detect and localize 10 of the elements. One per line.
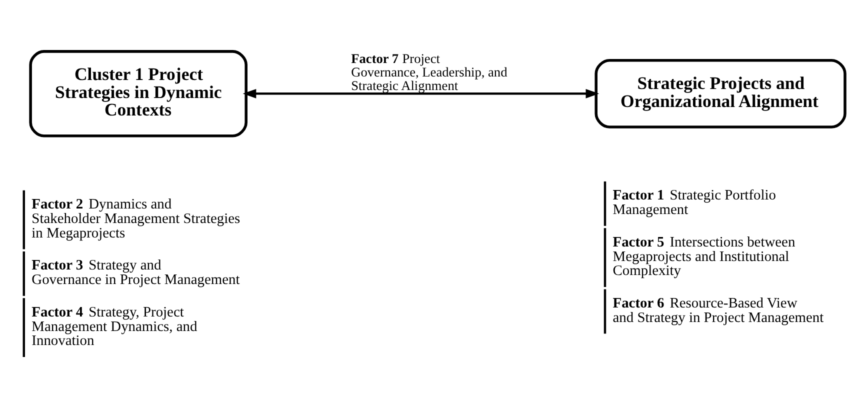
node-label: Factor 6 Resource-Based View and Strategy in Project Management xyxy=(612,295,824,326)
arrow xyxy=(242,89,600,98)
node-label: Factor 2 Dynamics and Stakeholder Management Strategies in Megaprojects xyxy=(32,196,240,242)
node-box: Cluster 1 Project Strategies in Dynamic Contexts xyxy=(29,50,248,138)
node-label: Factor 5 Intersections between Megaprojects and Institutional Complexity xyxy=(612,234,796,280)
node-label: Factor 1 Strategic Portfolio Management xyxy=(612,188,776,218)
node-label: Factor 3 Strategy and Governance in Project Management xyxy=(32,258,240,288)
node-box: Strategic Projects and Organizational Alignment xyxy=(594,58,846,128)
edge-label: Factor 7 Project Governance, Leadership, and Strategic Alignment xyxy=(351,51,508,93)
node-label: Factor 4 Strategy, Project Management Dynamics, and Innovation xyxy=(32,304,198,350)
